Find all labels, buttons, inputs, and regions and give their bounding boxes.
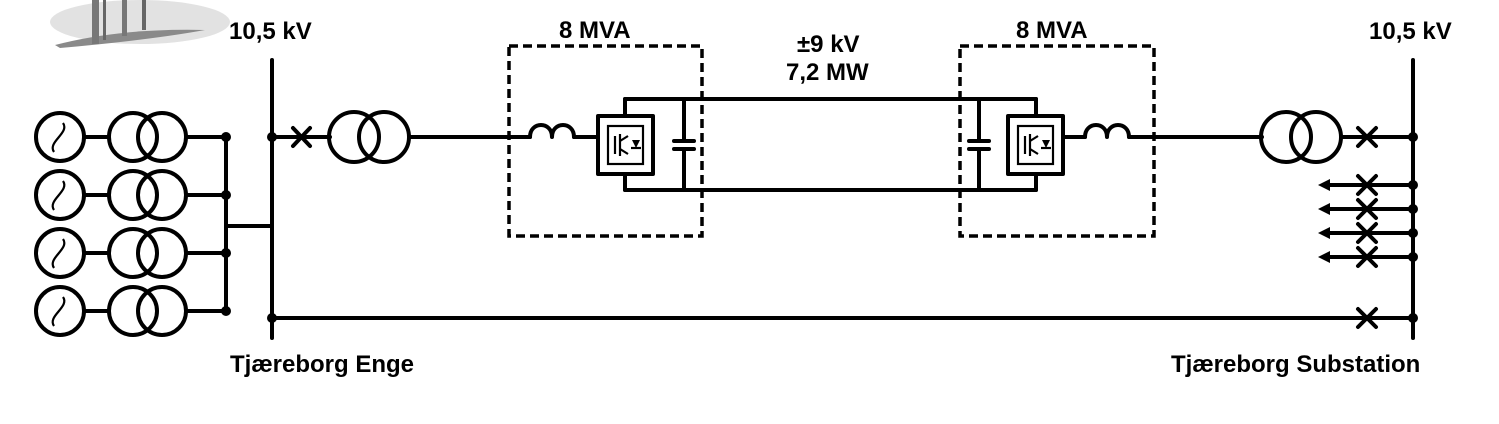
right-converter-rating-label: 8 MVA	[1016, 17, 1088, 44]
reactor-coil-icon	[1083, 123, 1131, 139]
right-feeder	[1127, 110, 1415, 164]
right-voltage-label: 10,5 kV	[1369, 18, 1452, 45]
transformer-icon	[107, 169, 188, 221]
outgoing-feeders	[1318, 174, 1415, 268]
dc-link	[700, 97, 962, 192]
transformer-icon	[107, 227, 188, 279]
breaker-cross-icon	[1356, 126, 1378, 148]
capacitor-icon	[672, 97, 696, 192]
capacitor-icon	[967, 97, 991, 192]
transformer-icon	[1259, 110, 1343, 164]
generator-icon	[34, 169, 86, 221]
breaker-cross-icon	[1356, 222, 1378, 244]
breaker-cross-icon	[1356, 307, 1378, 329]
reactor-coil-icon	[528, 123, 576, 139]
vsc-converter-icon	[596, 114, 655, 176]
left-converter-station	[507, 44, 704, 238]
right-converter-station	[958, 44, 1156, 238]
generator-icon	[34, 227, 86, 279]
left-converter-rating-label: 8 MVA	[559, 17, 631, 44]
left-station-label: Tjæreborg Enge	[230, 351, 414, 378]
left-busbar	[267, 58, 277, 340]
transformer-icon	[107, 111, 188, 163]
dc-power-label: 7,2 MW	[786, 59, 869, 86]
breaker-cross-icon	[1356, 198, 1378, 220]
ac-tie-line	[270, 307, 1415, 329]
right-busbar	[1408, 58, 1418, 340]
transformer-icon	[107, 285, 188, 337]
wind-turbine-icon	[50, 0, 230, 48]
breaker-cross-icon	[291, 126, 312, 148]
dc-voltage-label: ±9 kV	[797, 31, 860, 58]
generator-icon	[34, 111, 86, 163]
left-feeder	[270, 110, 599, 164]
vsc-converter-icon	[1006, 114, 1065, 176]
breaker-cross-icon	[1356, 246, 1378, 268]
right-station-label: Tjæreborg Substation	[1171, 351, 1420, 378]
generator-icon	[34, 285, 86, 337]
left-voltage-label: 10,5 kV	[229, 18, 312, 45]
generator-transformer-group	[34, 111, 274, 337]
transformer-icon	[327, 110, 411, 164]
breaker-cross-icon	[1356, 174, 1378, 196]
